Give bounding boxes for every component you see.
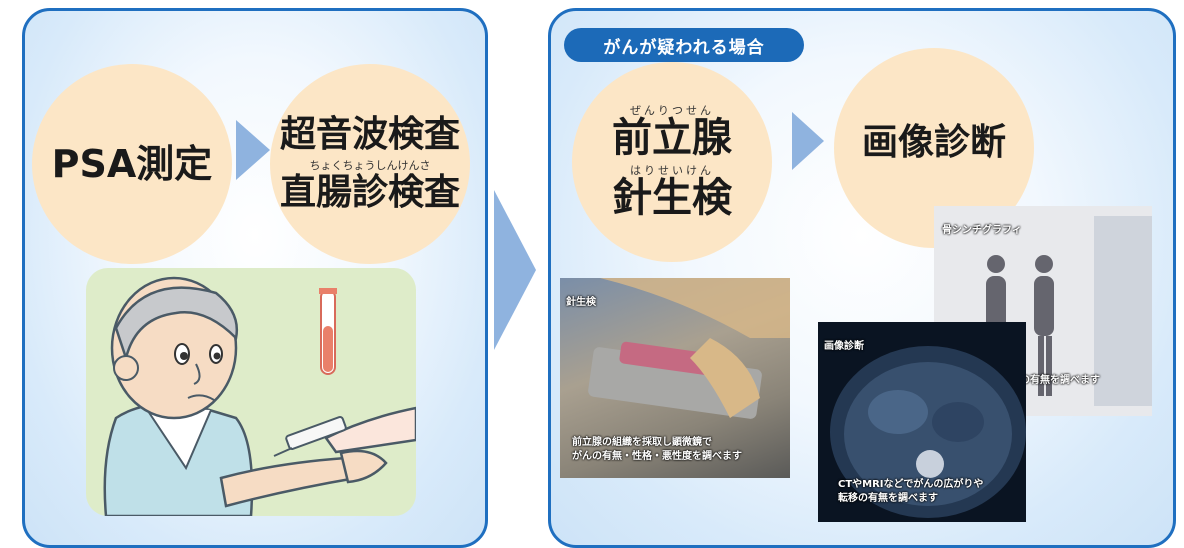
biopsy-photo: 針生検 前立腺の組織を採取し顕微鏡で がんの有無・性格・悪性度を調べます bbox=[560, 278, 790, 478]
ct-scan-caption-2: 転移の有無を調べます bbox=[838, 493, 938, 504]
biopsy-photo-caption-2: がんの有無・性格・悪性度を調べます bbox=[572, 451, 742, 462]
biopsy-ruby-2: はりせいけん bbox=[630, 164, 714, 177]
step-psa-circle: PSA測定 bbox=[32, 64, 232, 264]
biopsy-line-1: 前立腺 bbox=[612, 115, 732, 161]
chevron-right-icon bbox=[792, 112, 824, 170]
bone-scan-photo: 骨シンチグラフィ がんの骨への転移の有無を調べます bbox=[934, 206, 1152, 416]
cancer-suspected-badge: がんが疑われる場合 bbox=[564, 28, 804, 62]
chevron-right-icon bbox=[236, 120, 270, 180]
ct-scan-title: 画像診断 bbox=[824, 341, 864, 352]
biopsy-ruby-1: ぜんりつせん bbox=[629, 104, 715, 117]
step-exam-circle: 超音波検査 ちょくちょうしんけんさ 直腸診検査 bbox=[270, 64, 470, 264]
big-chevron-right-icon bbox=[494, 190, 536, 350]
ct-scan-photo: 画像診断 CTやMRIなどでがんの広がりや 転移の有無を調べます bbox=[818, 322, 1026, 522]
biopsy-line-2: 針生検 bbox=[612, 175, 732, 221]
step-exam-line2: 直腸診検査 bbox=[279, 172, 460, 213]
step-exam-line1: 超音波検査 bbox=[279, 114, 460, 155]
ct-scan-caption-1: CTやMRIなどでがんの広がりや bbox=[838, 479, 984, 490]
biopsy-photo-caption-1: 前立腺の組織を採取し顕微鏡で bbox=[572, 437, 712, 448]
biopsy-photo-title: 針生検 bbox=[566, 297, 596, 308]
step-exam-ruby: ちょくちょうしんけんさ bbox=[309, 159, 431, 172]
imaging-label: 画像診断 bbox=[861, 122, 1006, 163]
bone-scan-title: 骨シンチグラフィ bbox=[942, 225, 1022, 236]
step-psa-label: PSA測定 bbox=[51, 142, 213, 186]
patient-blood-test-illustration bbox=[86, 268, 416, 516]
step-biopsy-circle: ぜんりつせん 前立腺 はりせいけん 針生検 bbox=[572, 62, 772, 262]
